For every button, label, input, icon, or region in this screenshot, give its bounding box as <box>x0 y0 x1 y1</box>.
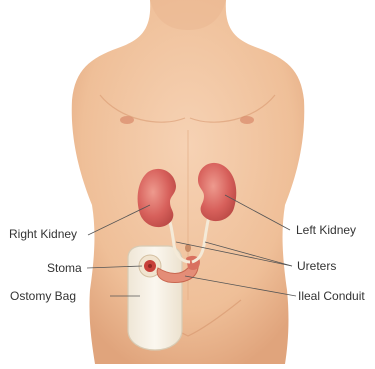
label-right-kidney: Right Kidney <box>9 227 77 241</box>
label-left-kidney: Left Kidney <box>296 223 356 237</box>
stoma-opening <box>148 264 152 268</box>
right-kidney-shape <box>138 169 176 227</box>
right-nipple <box>120 116 134 124</box>
label-ileal-conduit: Ileal Conduit <box>298 289 365 303</box>
label-ostomy-bag: Ostomy Bag <box>10 289 76 303</box>
label-ureters: Ureters <box>297 259 336 273</box>
label-stoma: Stoma <box>47 261 82 275</box>
left-nipple <box>240 116 254 124</box>
